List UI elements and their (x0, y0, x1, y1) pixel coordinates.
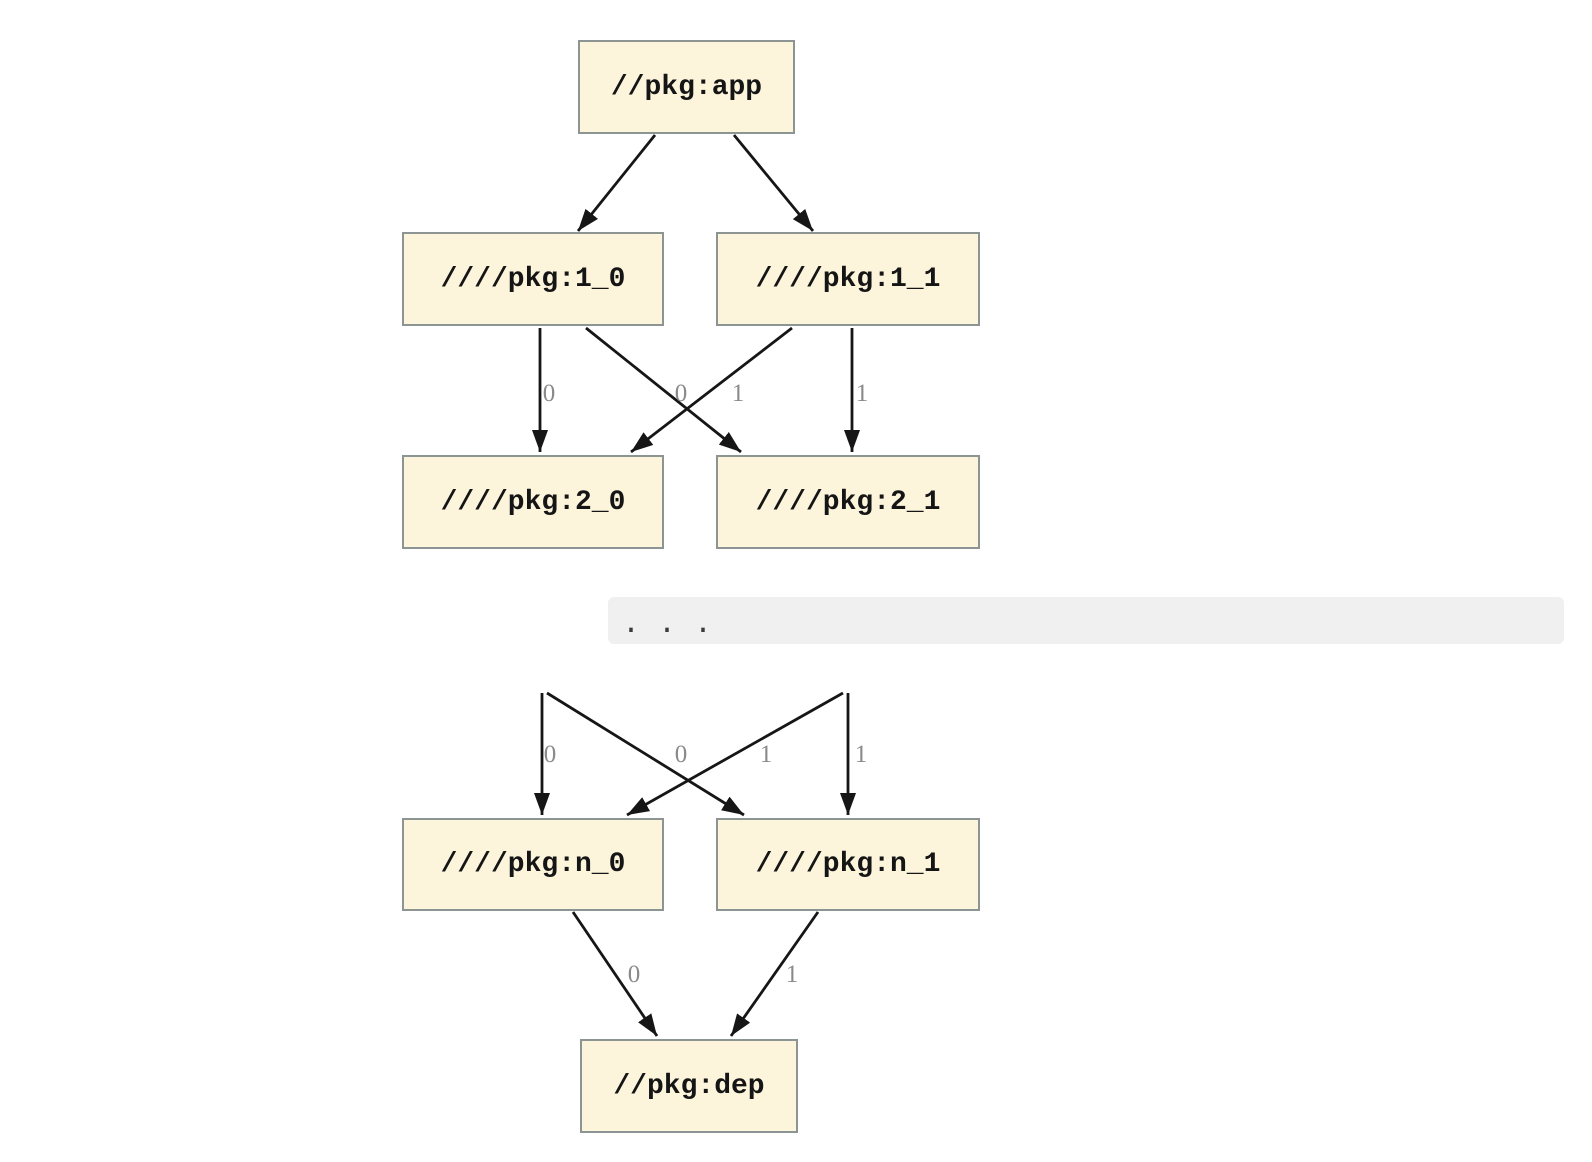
node-label: //pkg:dep (613, 1070, 765, 1102)
edge-app-to-1_0 (576, 134, 657, 232)
node-pkg-2_0: ////pkg:2_0 (402, 455, 664, 549)
edge-prev1-to-n_0 (626, 691, 844, 817)
edge-app-to-1_1 (732, 134, 815, 232)
edge-1_1-to-2_0 (630, 326, 793, 454)
node-label: ////pkg:1_0 (440, 263, 626, 295)
edge-label-prev1-n_1: 1 (855, 741, 868, 768)
edge-label-1_1-2_0: 1 (732, 380, 745, 407)
ellipsis-text: . . . (622, 608, 713, 642)
edge-label-n_0-dep: 0 (628, 961, 641, 988)
edge-label-prev0-n_1: 0 (675, 741, 688, 768)
edge-n_0-to-dep (571, 911, 659, 1037)
edge-label-1_0-2_1: 0 (675, 380, 688, 407)
edge-n_1-to-dep (729, 911, 820, 1037)
node-pkg-n_1: ////pkg:n_1 (716, 818, 980, 911)
node-label: ////pkg:n_0 (440, 849, 626, 880)
ellipsis-code-block: . . . (608, 597, 1564, 644)
node-pkg-n_0: ////pkg:n_0 (402, 818, 664, 911)
edge-labels: 0 0 1 1 0 0 1 1 0 1 (543, 380, 869, 988)
edge-label-prev0-n_0: 0 (544, 741, 557, 768)
edge-1_0-to-2_1 (585, 326, 742, 454)
edge-lines (532, 134, 860, 1037)
node-pkg-app: //pkg:app (578, 40, 795, 134)
node-pkg-1_0: ////pkg:1_0 (402, 232, 664, 326)
node-label: //pkg:app (610, 71, 763, 103)
node-pkg-1_1: ////pkg:1_1 (716, 232, 980, 326)
node-label: ////pkg:2_0 (440, 486, 626, 518)
edge-label-prev1-n_0: 1 (760, 741, 773, 768)
node-label: ////pkg:2_1 (755, 486, 941, 518)
edge-prev0-to-n_1 (546, 691, 745, 817)
edge-label-1_0-2_0: 0 (543, 380, 556, 407)
node-label: ////pkg:1_1 (755, 263, 941, 295)
edge-label-1_1-2_1: 1 (856, 380, 869, 407)
node-label: ////pkg:n_1 (755, 849, 941, 880)
edge-label-n_1-dep: 1 (786, 961, 799, 988)
node-pkg-2_1: ////pkg:2_1 (716, 455, 980, 549)
node-pkg-dep: //pkg:dep (580, 1039, 798, 1133)
